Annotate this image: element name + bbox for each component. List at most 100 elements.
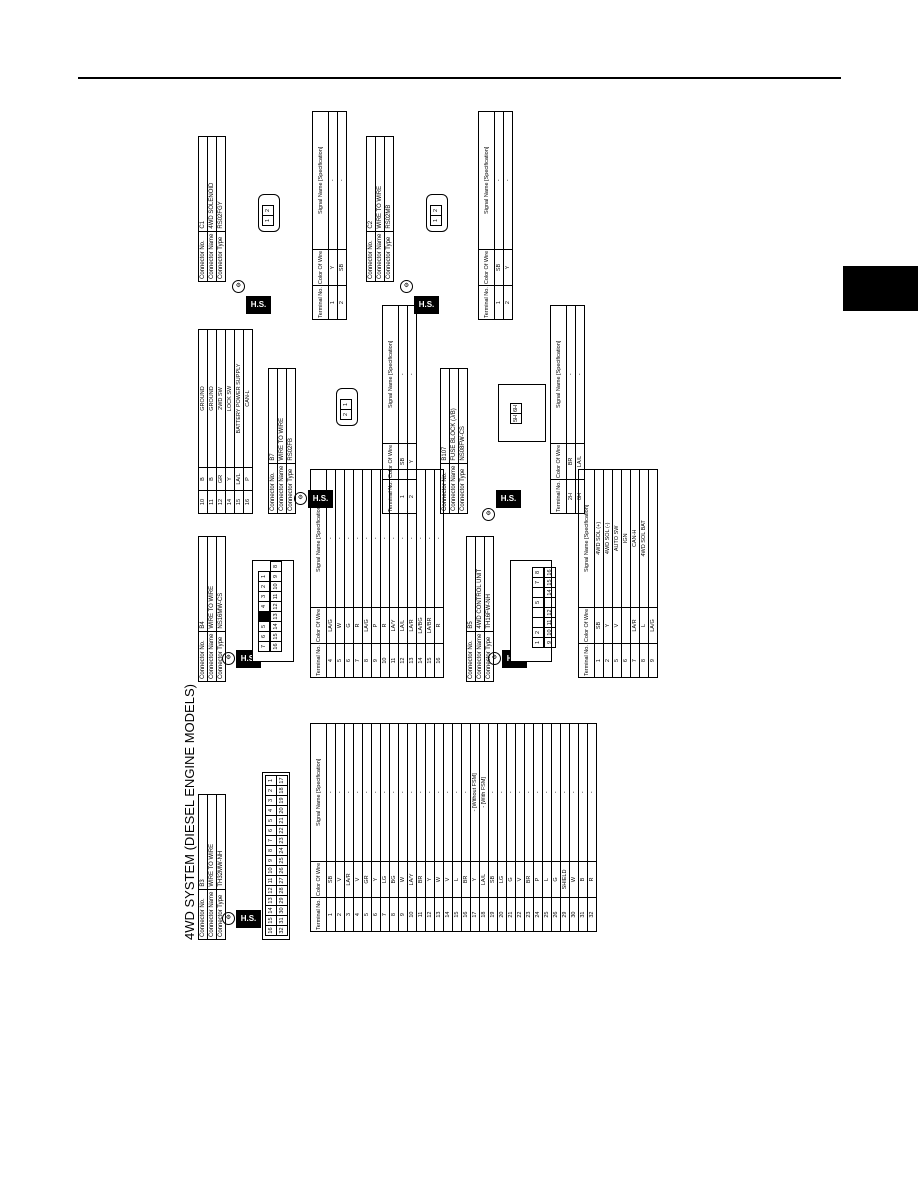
connector-pin [258, 611, 270, 622]
connector-pin: 5H [510, 413, 522, 424]
terminal-no: 2 [337, 285, 347, 320]
connector-pin: 22 [276, 825, 288, 836]
b3-connector-no: B3 [198, 794, 208, 890]
terminal-no: 15 [452, 897, 462, 932]
signal-name: 2WD SW [216, 329, 226, 468]
signal-name [648, 469, 658, 608]
c1-connector-name: 4WD SOLENOID [207, 136, 217, 232]
terminal-no: 13 [434, 897, 444, 932]
signal-name: - [371, 723, 381, 862]
terminal-no: 2 [407, 479, 417, 514]
signal-name: - [497, 723, 507, 862]
terminal-no: 1 [594, 643, 604, 678]
b107-connector-type: NS08FW-CS [458, 368, 468, 464]
terminal-no: 12 [425, 897, 435, 932]
connector-pin [544, 597, 556, 608]
connector-pin: 1 [262, 215, 274, 226]
wire-color: P [243, 467, 253, 491]
wire-color: LA/L [398, 607, 408, 644]
wire-color: B [578, 861, 588, 898]
c1-harness-icon: ⚙ [232, 280, 245, 293]
c1-connector-no: C1 [198, 136, 208, 232]
terminal-no: 9 [371, 643, 381, 678]
b5-connector-type: TH16FW-NH [484, 536, 494, 632]
terminal-no: 16 [461, 897, 471, 932]
wire-color: G [551, 861, 561, 898]
terminal-no: 10 [198, 490, 208, 514]
connector-pin: 3 [258, 591, 270, 602]
wire-color: L [542, 861, 552, 898]
signal-name: - [362, 723, 372, 862]
signal-name: GROUND [198, 329, 208, 468]
signal-name: - [371, 469, 381, 608]
terminal-no: 5 [362, 897, 372, 932]
b4-connector-no: B4 [198, 536, 208, 632]
signal-name: LOCK SW [225, 329, 235, 468]
connector-pin: 7 [258, 641, 270, 652]
wire-color: SB [494, 249, 504, 286]
signal-name: - [488, 723, 498, 862]
terminal-no: 24 [533, 897, 543, 932]
terminal-no: 26 [551, 897, 561, 932]
wire-color: BR [416, 861, 426, 898]
wire-color: LA/G [648, 607, 658, 644]
b5-connector-image [510, 560, 552, 662]
signal-name: - [506, 723, 516, 862]
connector-pin: 12 [270, 601, 282, 612]
terminal-no: 7 [353, 643, 363, 678]
terminal-no: 2 [503, 285, 513, 320]
wire-color: V [335, 861, 345, 898]
wire-color: BR [524, 861, 534, 898]
connector-pin: 23 [276, 835, 288, 846]
wire-color: R [380, 607, 390, 644]
connector-pin: 2 [258, 581, 270, 592]
connector-pin: 16 [544, 567, 556, 578]
wire-color: V [443, 861, 453, 898]
wire-color: R [587, 861, 597, 898]
connector-pin: 21 [276, 815, 288, 826]
wire-color: Y [371, 861, 381, 898]
signal-name: - [524, 723, 534, 862]
terminal-no: 15 [234, 490, 244, 514]
terminal-no: 20 [497, 897, 507, 932]
b5-harness-icon: ⚙ [488, 652, 501, 665]
signal-name: - [587, 723, 597, 862]
terminal-no: 9 [398, 897, 408, 932]
connector-pin: 28 [276, 885, 288, 896]
terminal-no: 2 [603, 643, 613, 678]
terminal-no: 1 [398, 479, 408, 514]
wire-color: SHIELD [560, 861, 570, 898]
connector-pin: 8 [270, 561, 282, 572]
terminal-no: 11 [207, 490, 217, 514]
wire-color: LA/R [407, 607, 417, 644]
b107-connector-name: FUSE BLOCK (J/B) [449, 368, 459, 464]
terminal-no: 10 [380, 643, 390, 678]
b4-connector-type: NS16MW-CS [216, 536, 226, 632]
c2-harness-icon: ⚙ [400, 280, 413, 293]
connector-pin: 2 [262, 205, 274, 216]
c2-connector-name: WIRE TO WIRE [375, 136, 385, 232]
wire-color: L [639, 607, 649, 644]
terminal-no: 1 [326, 897, 336, 932]
